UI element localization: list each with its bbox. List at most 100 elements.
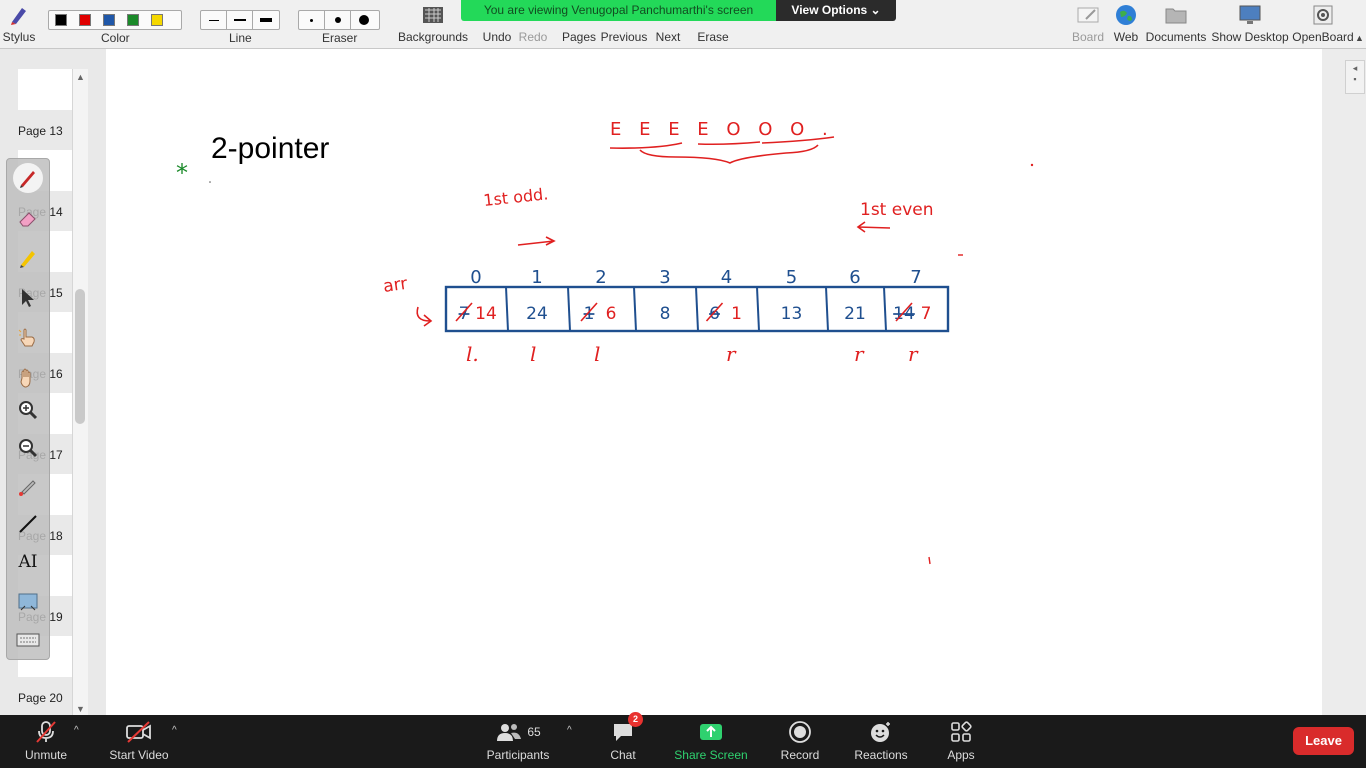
apps-label: Apps xyxy=(947,748,975,762)
undo-label: Undo xyxy=(482,30,512,44)
board-button[interactable]: Board xyxy=(1070,0,1106,48)
interact-tool-button[interactable] xyxy=(13,323,43,353)
page-thumbnail[interactable] xyxy=(18,69,72,110)
show-desktop-label: Show Desktop xyxy=(1211,30,1289,44)
chat-button[interactable]: 2 Chat xyxy=(606,712,643,768)
pages-scrollbar[interactable]: ▲ ▼ xyxy=(72,69,88,715)
text-tool-button[interactable]: AI xyxy=(13,547,43,577)
eraser-medium-option[interactable] xyxy=(325,11,351,29)
line-tool-button[interactable] xyxy=(13,509,43,539)
highlighter-tool-button[interactable] xyxy=(13,243,43,273)
folder-icon xyxy=(1163,2,1189,28)
video-options-chevron-icon[interactable]: ^ xyxy=(172,725,177,736)
web-button[interactable]: Web xyxy=(1108,0,1144,48)
hand-tool-button[interactable] xyxy=(13,363,43,393)
previous-button[interactable]: Previous xyxy=(600,0,648,48)
whiteboard-canvas[interactable]: * 2-pointer E E E E O O O . 1st odd. 1st… xyxy=(106,49,1322,715)
openboard-button[interactable]: OpenBoard xyxy=(1292,0,1354,48)
color-picker[interactable] xyxy=(48,10,182,30)
collapse-right-panel-button[interactable]: ◂▪ xyxy=(1345,60,1365,94)
backgrounds-button[interactable]: Backgrounds xyxy=(398,0,468,48)
array-cell-value: 1 xyxy=(731,304,742,324)
cursor-arrow-icon xyxy=(22,289,34,307)
gear-icon xyxy=(1310,2,1336,28)
next-button[interactable]: Next xyxy=(652,0,684,48)
color-swatch[interactable] xyxy=(103,14,115,26)
color-swatch[interactable] xyxy=(79,14,91,26)
unmute-label: Unmute xyxy=(24,748,68,762)
apps-button[interactable]: Apps xyxy=(942,715,980,768)
bullet-star: * xyxy=(176,159,188,187)
arr-pointer-arrow xyxy=(416,306,433,327)
line-width-picker[interactable] xyxy=(200,10,280,30)
selector-tool-button[interactable] xyxy=(13,283,43,313)
scroll-up-icon[interactable]: ▲ xyxy=(76,72,85,82)
record-button[interactable]: Record xyxy=(778,715,822,768)
zoom-out-button[interactable] xyxy=(13,433,43,463)
chat-unread-badge: 2 xyxy=(628,712,643,727)
redo-button[interactable]: Redo xyxy=(516,0,550,48)
line-thick-option[interactable] xyxy=(253,11,279,29)
participants-options-chevron-icon[interactable]: ^ xyxy=(567,725,572,736)
strike-mark xyxy=(580,302,598,322)
page-label[interactable]: Page 20 xyxy=(18,691,63,705)
stray-mark xyxy=(209,181,211,183)
eraser-large-option[interactable] xyxy=(351,11,377,29)
show-desktop-button[interactable]: Show Desktop xyxy=(1210,0,1290,48)
participants-count: 65 xyxy=(527,725,541,739)
line-thin-option[interactable] xyxy=(201,11,227,29)
eraser-small-option[interactable] xyxy=(299,11,325,29)
chat-icon: 2 xyxy=(611,712,643,744)
array-index: 6 xyxy=(849,267,860,288)
page-label[interactable]: Page 13 xyxy=(18,124,63,138)
start-video-button[interactable]: Start Video xyxy=(104,715,174,768)
sequence-underline xyxy=(609,136,835,149)
eraser-icon xyxy=(19,212,36,227)
array-cell-value: 6 xyxy=(606,304,617,324)
unmute-button[interactable]: Unmute xyxy=(20,715,72,768)
start-video-label: Start Video xyxy=(109,748,169,762)
audio-options-chevron-icon[interactable]: ^ xyxy=(74,725,79,736)
stray-mark xyxy=(928,556,931,565)
scroll-down-icon[interactable]: ▼ xyxy=(76,704,85,714)
color-swatch[interactable] xyxy=(151,14,163,26)
line-medium-option[interactable] xyxy=(227,11,253,29)
stylus-button[interactable]: Stylus xyxy=(2,0,36,48)
view-options-button[interactable]: View Options ⌄ xyxy=(776,0,896,21)
array-divider xyxy=(883,286,887,332)
array-index: 4 xyxy=(721,267,732,288)
share-screen-icon xyxy=(699,720,723,744)
arrow-left-icon xyxy=(856,221,891,233)
undo-button[interactable]: Undo xyxy=(480,0,514,48)
pages-scroll-thumb[interactable] xyxy=(75,289,85,424)
erase-button[interactable]: Erase xyxy=(696,0,730,48)
capture-tool-button[interactable] xyxy=(13,587,43,617)
right-panel-gutter xyxy=(1322,49,1366,715)
strike-mark xyxy=(455,302,473,322)
eraser-size-picker[interactable] xyxy=(298,10,380,30)
reactions-button[interactable]: Reactions xyxy=(852,715,910,768)
array-cell-old-value: 6 xyxy=(709,304,720,324)
board-title: 2-pointer xyxy=(211,132,329,165)
eraser-tool-button[interactable] xyxy=(13,203,43,233)
share-screen-button[interactable]: Share Screen xyxy=(674,715,748,768)
pages-button[interactable]: Pages xyxy=(561,0,597,48)
meeting-controls-bar: Unmute ^ Start Video ^ 65 Participants ^… xyxy=(0,712,1366,768)
chevron-down-icon[interactable]: ▲ xyxy=(1355,33,1364,43)
color-swatch[interactable] xyxy=(55,14,67,26)
laser-pointer-button[interactable] xyxy=(13,471,43,501)
leave-button[interactable]: Leave xyxy=(1293,727,1354,755)
keyboard-button[interactable] xyxy=(13,625,43,655)
right-pointer-mark: r xyxy=(854,342,865,366)
participants-button[interactable]: 65 Participants xyxy=(484,715,552,768)
color-swatch[interactable] xyxy=(127,14,139,26)
board-label: Board xyxy=(1071,30,1105,44)
redo-label: Redo xyxy=(518,30,548,44)
documents-button[interactable]: Documents xyxy=(1146,0,1206,48)
array-cell-value: 8 xyxy=(660,304,671,324)
pen-tool-button[interactable] xyxy=(13,163,43,193)
zoom-in-button[interactable] xyxy=(13,395,43,425)
whiteboard-drawing: * 2-pointer E E E E O O O . 1st odd. 1st… xyxy=(176,119,1034,565)
